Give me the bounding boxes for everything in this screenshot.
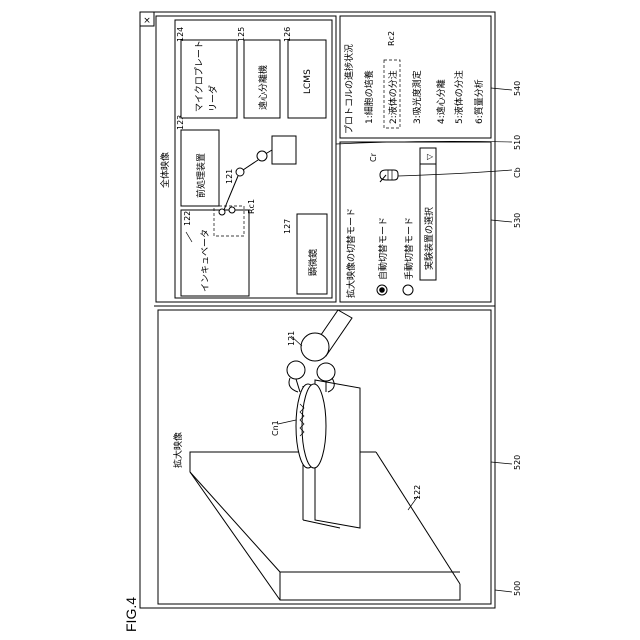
- device-centrifuge-label: 遠心分離機: [257, 65, 269, 110]
- manual-mode-radio[interactable]: [403, 285, 413, 295]
- progress-item: 6:質量分析: [473, 79, 485, 124]
- progress-item-current: 2:液体の分注: [387, 70, 399, 124]
- overview-robot-ref: 121: [225, 169, 234, 184]
- mode-panel: [340, 142, 491, 302]
- container-cn1: [296, 384, 326, 468]
- auto-mode-label: 自動切替モード: [377, 217, 389, 280]
- progress-current-ref: Rc2: [387, 31, 396, 46]
- ref-overview-area: 510: [513, 135, 522, 150]
- device-plate-reader-label-2: リーダ: [207, 85, 219, 112]
- region-rc1-ref: Rc1: [247, 199, 256, 214]
- device-incubator-ref: 122: [183, 211, 192, 226]
- device-plate-reader-ref: 124: [176, 27, 185, 42]
- device-centrifuge-ref: 125: [237, 27, 246, 42]
- progress-title: プロトコルの進捗状況: [343, 44, 355, 134]
- figure-label: FIG.4: [123, 597, 139, 632]
- container-ref: Cn1: [271, 420, 280, 436]
- device-microscope-ref: 127: [283, 219, 292, 234]
- pointer-hand-icon: [380, 170, 398, 182]
- device-incubator-label: インキュベータ: [200, 229, 211, 292]
- ref-window: 500: [513, 581, 522, 596]
- device-microscope-label: 顕微鏡: [307, 249, 319, 276]
- mode-title: 拡大映像の切替モード: [345, 208, 357, 298]
- ref-enlarged-area: 520: [513, 455, 522, 470]
- device-plate-reader-label-1: マイクロプレート: [194, 40, 205, 112]
- device-lcms-label: LCMS: [303, 69, 313, 94]
- ref-cursor-callout: Cb: [513, 167, 522, 178]
- progress-item: 5:液体の分注: [453, 70, 465, 124]
- progress-item: 3:吸光度測定: [411, 70, 423, 124]
- enlarged-incubator-ref: 122: [413, 485, 422, 500]
- ref-progress-area: 540: [513, 81, 522, 96]
- overview-title: 全体映像: [159, 152, 171, 188]
- auto-mode-radio-dot: [379, 287, 385, 293]
- ref-mode-area: 530: [513, 213, 522, 228]
- chevron-down-icon[interactable]: ▽: [425, 153, 434, 160]
- device-preprocess-label: 前処理装置: [195, 153, 207, 198]
- cursor-ref: Cr: [369, 152, 378, 162]
- enlarged-robot-ref: 121: [287, 331, 296, 346]
- device-select-label: 実験装置の選択: [423, 207, 435, 270]
- close-icon[interactable]: ×: [143, 16, 151, 26]
- progress-item: 1:細胞の培養: [363, 70, 375, 124]
- enlarged-robot-arm: [287, 310, 352, 392]
- enlarged-view-title: 拡大映像: [172, 432, 184, 468]
- manual-mode-label: 手動切替モード: [403, 217, 415, 280]
- progress-item: 4:遠心分離: [435, 79, 447, 124]
- device-lcms-ref: 126: [283, 27, 292, 42]
